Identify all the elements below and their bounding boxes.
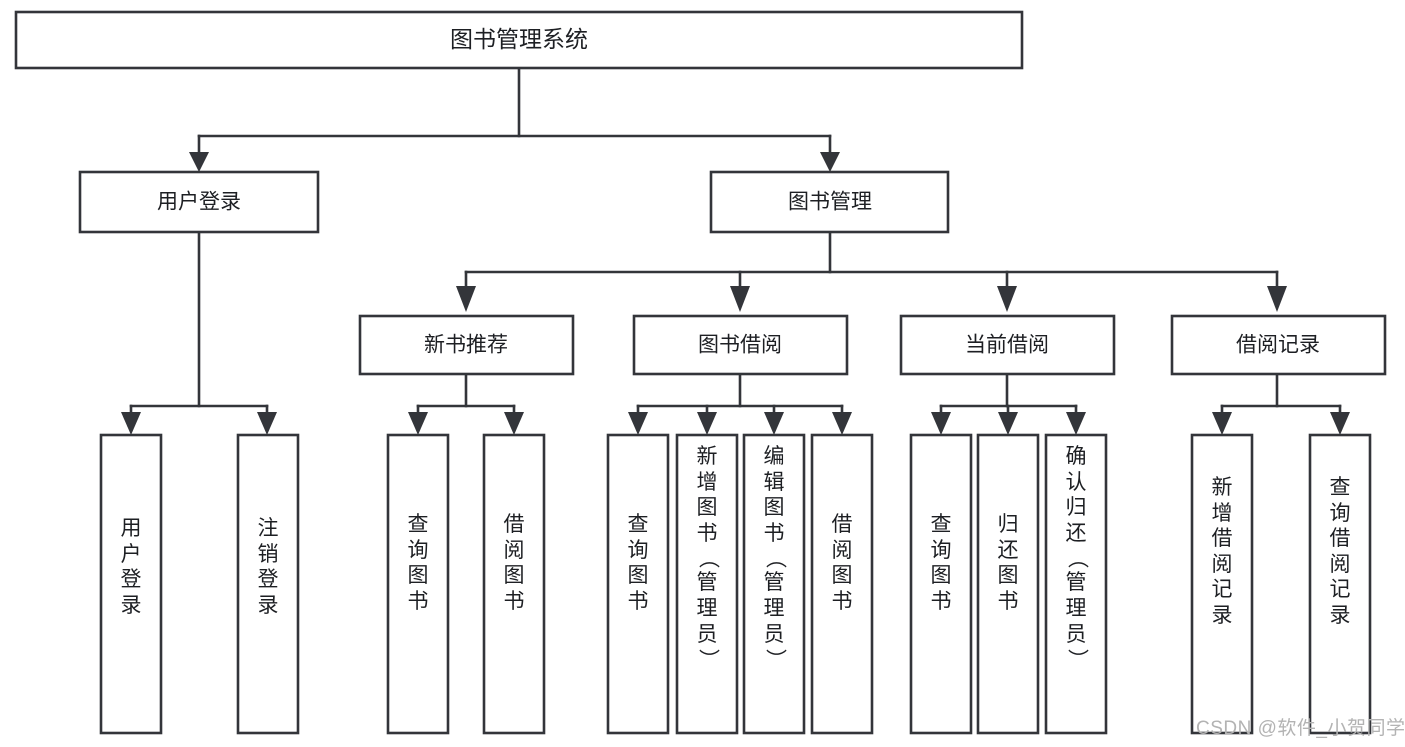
- arrow-book-borrow-leaf-4: [832, 412, 852, 435]
- leaf-box-user-login-2[interactable]: [236, 433, 300, 735]
- arrow-book-mgmt-to-current-borrow: [997, 286, 1017, 312]
- node-new-book-recommend[interactable]: [358, 314, 575, 376]
- node-new-book-recommend-label: 新书推荐: [424, 334, 508, 357]
- connector-group-book-borrow: [628, 374, 852, 435]
- node-current-borrow[interactable]: [899, 314, 1116, 376]
- leaf-box-borrow-records-1[interactable]: [1190, 433, 1254, 735]
- node-book-borrow[interactable]: [632, 314, 849, 376]
- node-user-login-label: 用户登录: [157, 191, 241, 214]
- node-root-system-label: 图书管理系统: [450, 26, 588, 52]
- leaf-box-current-borrow-1[interactable]: [909, 433, 973, 735]
- leaf-box-book-borrow-2[interactable]: [675, 433, 739, 735]
- connector-group-book-mgmt: [456, 230, 1287, 312]
- leaf-box-current-borrow-2[interactable]: [976, 433, 1040, 735]
- csdn-watermark: CSDN @软件_小贺同学: [1196, 718, 1405, 739]
- connector-group-current-borrow: [931, 374, 1086, 435]
- arrow-book-borrow-leaf-3: [764, 412, 784, 435]
- leaf-box-book-borrow-4[interactable]: [810, 433, 874, 735]
- leaf-box-book-borrow-1[interactable]: [606, 433, 670, 735]
- arrow-book-mgmt-to-book-borrow: [730, 286, 750, 312]
- arrow-current-borrow-leaf-1: [931, 412, 951, 435]
- leaf-box-book-borrow-3[interactable]: [742, 433, 806, 735]
- arrow-borrow-records-leaf-2: [1330, 412, 1350, 435]
- node-current-borrow-label: 当前借阅: [965, 334, 1049, 357]
- node-borrow-records-label: 借阅记录: [1236, 334, 1320, 357]
- arrow-root-to-user-login: [189, 152, 209, 172]
- connector-group-root: [189, 66, 840, 172]
- connector-group-new-book: [408, 374, 524, 435]
- arrow-borrow-records-leaf-1: [1212, 412, 1232, 435]
- node-book-management-label: 图书管理: [788, 191, 872, 214]
- arrow-book-borrow-leaf-2: [697, 412, 717, 435]
- arrow-current-borrow-leaf-2: [998, 412, 1018, 435]
- node-borrow-records[interactable]: [1170, 314, 1387, 376]
- node-root-system[interactable]: [14, 10, 1024, 70]
- arrow-user-login-leaf-1: [121, 412, 141, 435]
- arrow-book-borrow-leaf-1: [628, 412, 648, 435]
- leaf-box-user-login-1[interactable]: [99, 433, 163, 735]
- connector-group-borrow-records: [1212, 374, 1350, 435]
- arrow-new-book-leaf-1: [408, 412, 428, 435]
- connector-group-user-login: [121, 230, 277, 435]
- leaf-box-new-book-1[interactable]: [386, 433, 450, 735]
- leaf-box-current-borrow-3[interactable]: [1044, 433, 1108, 735]
- arrow-new-book-leaf-2: [504, 412, 524, 435]
- node-book-management[interactable]: [709, 170, 950, 234]
- arrow-user-login-leaf-2: [257, 412, 277, 435]
- node-book-borrow-label: 图书借阅: [698, 334, 782, 357]
- arrow-book-mgmt-to-new-book: [456, 286, 476, 312]
- arrow-root-to-book-mgmt: [820, 152, 840, 172]
- node-user-login[interactable]: [78, 170, 320, 234]
- leaf-box-borrow-records-2[interactable]: [1308, 433, 1372, 735]
- arrow-current-borrow-leaf-3: [1066, 412, 1086, 435]
- leaf-box-new-book-2[interactable]: [482, 433, 546, 735]
- arrow-book-mgmt-to-borrow-records: [1267, 286, 1287, 312]
